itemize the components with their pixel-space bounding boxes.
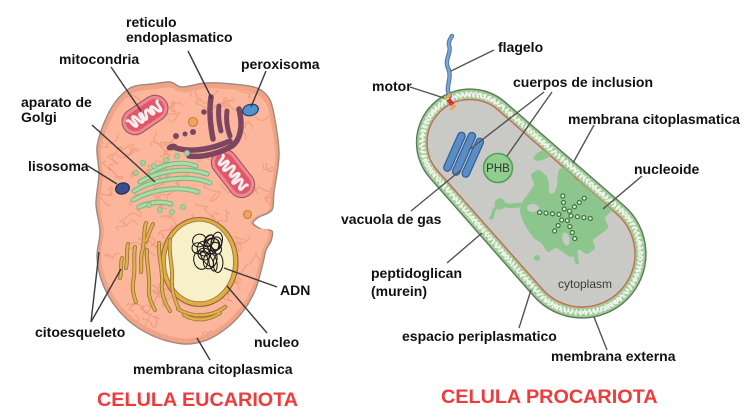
svg-text:Golgi: Golgi [21,109,57,125]
svg-text:cytoplasm: cytoplasm [558,277,612,291]
svg-text:reticulo: reticulo [126,14,177,30]
svg-text:(murein): (murein) [371,283,427,299]
svg-text:ADN: ADN [280,282,310,298]
svg-text:aparato de: aparato de [21,94,92,110]
svg-text:CELULA EUCARIOTA: CELULA EUCARIOTA [97,389,298,411]
svg-text:lisosoma: lisosoma [28,158,89,174]
svg-text:motor: motor [372,78,412,94]
svg-text:peptidoglican: peptidoglican [371,265,462,281]
svg-text:nucleoide: nucleoide [634,161,700,177]
svg-text:flagelo: flagelo [498,39,543,55]
svg-text:CELULA PROCARIOTA: CELULA PROCARIOTA [441,386,657,408]
svg-text:peroxisoma: peroxisoma [241,56,320,72]
svg-text:PHB: PHB [486,163,510,175]
svg-text:membrana citoplasmatica: membrana citoplasmatica [568,111,740,127]
svg-text:endoplasmatico: endoplasmatico [126,29,233,45]
svg-text:membrana citoplasmica: membrana citoplasmica [133,361,293,377]
svg-text:espacio periplasmatico: espacio periplasmatico [402,328,557,344]
svg-text:mitocondria: mitocondria [59,51,139,67]
svg-text:cuerpos de inclusion: cuerpos de inclusion [513,74,653,90]
svg-text:vacuola de gas: vacuola de gas [341,211,442,227]
svg-text:membrana externa: membrana externa [551,348,676,364]
svg-text:citoesqueleto: citoesqueleto [35,324,125,340]
svg-text:nucleo: nucleo [254,334,299,350]
